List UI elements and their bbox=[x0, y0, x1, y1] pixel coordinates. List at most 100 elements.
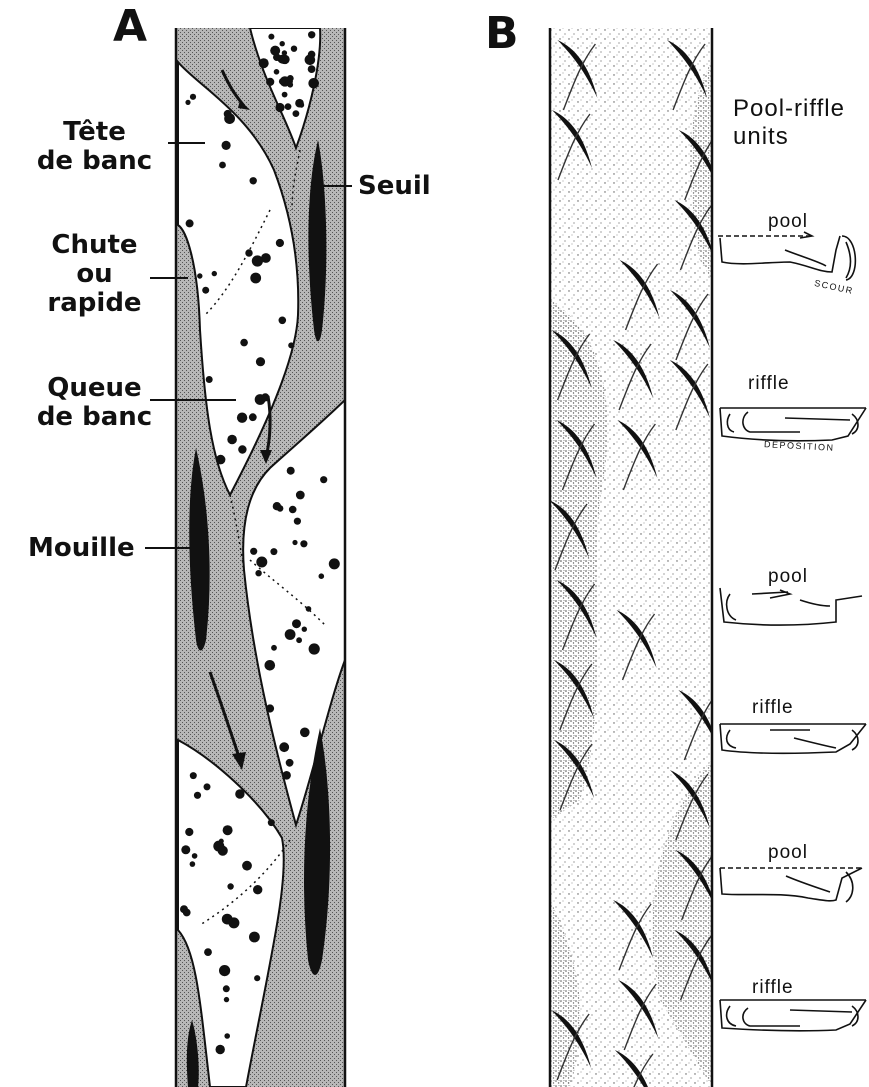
gravel-dot bbox=[192, 853, 198, 859]
gravel-dot bbox=[204, 948, 212, 956]
gravel-dot bbox=[190, 861, 196, 867]
gravel-dot bbox=[218, 846, 228, 856]
gravel-dot bbox=[224, 113, 235, 124]
gravel-dot bbox=[292, 540, 297, 545]
gravel-dot bbox=[250, 548, 257, 555]
gravel-dot bbox=[287, 82, 293, 88]
gravel-dot bbox=[202, 287, 209, 294]
channel-a bbox=[176, 28, 345, 1087]
gravel-dot bbox=[223, 825, 233, 835]
gravel-dot bbox=[305, 55, 316, 66]
gravel-dot bbox=[219, 839, 224, 844]
gravel-dot bbox=[309, 643, 320, 654]
gravel-dot bbox=[227, 435, 237, 445]
gravel-dot bbox=[235, 789, 244, 798]
gravel-dot bbox=[279, 78, 286, 85]
unit-sketch-3 bbox=[720, 588, 862, 625]
gravel-dot bbox=[183, 909, 191, 917]
gravel-dot bbox=[256, 557, 267, 568]
gravel-dot bbox=[329, 558, 340, 569]
channel-b bbox=[549, 28, 719, 1087]
unit-sketch-4 bbox=[720, 724, 866, 753]
gravel-dot bbox=[204, 783, 211, 790]
gravel-dot bbox=[282, 771, 291, 780]
gravel-dot bbox=[292, 619, 301, 628]
gravel-dot bbox=[227, 883, 233, 889]
gravel-dot bbox=[287, 467, 295, 475]
gravel-dot bbox=[279, 742, 289, 752]
gravel-dot bbox=[294, 518, 301, 525]
gravel-dot bbox=[289, 506, 297, 514]
gravel-dot bbox=[181, 845, 190, 854]
gravel-dot bbox=[190, 772, 197, 779]
gravel-dot bbox=[276, 239, 284, 247]
gravel-dot bbox=[265, 660, 276, 671]
gravel-dot bbox=[222, 141, 231, 150]
gravel-dot bbox=[273, 53, 281, 61]
gravel-dot bbox=[274, 69, 280, 75]
gravel-dot bbox=[259, 58, 269, 68]
gravel-dot bbox=[249, 413, 257, 421]
gravel-dot bbox=[308, 65, 316, 73]
gravel-dot bbox=[219, 965, 230, 976]
gravel-dot bbox=[270, 548, 277, 555]
gravel-dot bbox=[206, 376, 213, 383]
gravel-dot bbox=[273, 502, 281, 510]
gravel-dot bbox=[216, 1045, 225, 1054]
unit-sketch-1 bbox=[718, 232, 855, 280]
gravel-dot bbox=[308, 78, 319, 89]
gravel-dot bbox=[238, 445, 246, 453]
gravel-dot bbox=[242, 861, 252, 871]
gravel-dot bbox=[266, 78, 274, 86]
gravel-dot bbox=[255, 570, 261, 576]
gravel-dot bbox=[237, 413, 247, 423]
gravel-dot bbox=[279, 317, 287, 325]
gravel-dot bbox=[245, 249, 252, 256]
gravel-dot bbox=[249, 932, 260, 943]
gravel-dot bbox=[319, 573, 325, 579]
gravel-dot bbox=[268, 34, 274, 40]
gravel-dot bbox=[288, 342, 294, 348]
unit-sketch-6 bbox=[720, 1000, 866, 1031]
gravel-dot bbox=[296, 637, 302, 643]
gravel-dot bbox=[282, 92, 288, 98]
gravel-dot bbox=[224, 997, 229, 1002]
gravel-dot bbox=[185, 828, 193, 836]
gravel-dot bbox=[194, 792, 201, 799]
gravel-dot bbox=[223, 985, 230, 992]
gravel-dot bbox=[185, 100, 190, 105]
gravel-dot bbox=[266, 704, 274, 712]
gravel-dot bbox=[285, 103, 292, 110]
gravel-dot bbox=[197, 273, 202, 278]
gravel-dot bbox=[253, 885, 262, 894]
gravel-dot bbox=[295, 99, 304, 108]
unit-sketch-5 bbox=[720, 868, 862, 902]
gravel-dot bbox=[300, 540, 307, 547]
gravel-dot bbox=[216, 455, 226, 465]
gravel-dot bbox=[268, 819, 275, 826]
gravel-dot bbox=[286, 759, 294, 767]
gravel-dot bbox=[302, 627, 307, 632]
gravel-dot bbox=[308, 31, 315, 38]
gravel-dot bbox=[190, 94, 196, 100]
gravel-dot bbox=[285, 629, 296, 640]
gravel-dot bbox=[306, 606, 312, 612]
gravel-dot bbox=[320, 476, 327, 483]
unit-sketch-2 bbox=[720, 408, 866, 441]
gravel-dot bbox=[254, 975, 260, 981]
gravel-dot bbox=[219, 162, 226, 169]
gravel-dot bbox=[271, 645, 277, 651]
gravel-dot bbox=[275, 103, 284, 112]
gravel-dot bbox=[300, 728, 310, 738]
gravel-dot bbox=[222, 914, 233, 925]
gravel-dot bbox=[212, 271, 217, 276]
gravel-dot bbox=[296, 491, 305, 500]
gravel-dot bbox=[280, 41, 285, 46]
gravel-dot bbox=[256, 357, 265, 366]
gravel-dot bbox=[250, 177, 257, 184]
gravel-dot bbox=[252, 255, 263, 266]
gravel-dot bbox=[186, 219, 194, 227]
gravel-dot bbox=[250, 273, 261, 284]
